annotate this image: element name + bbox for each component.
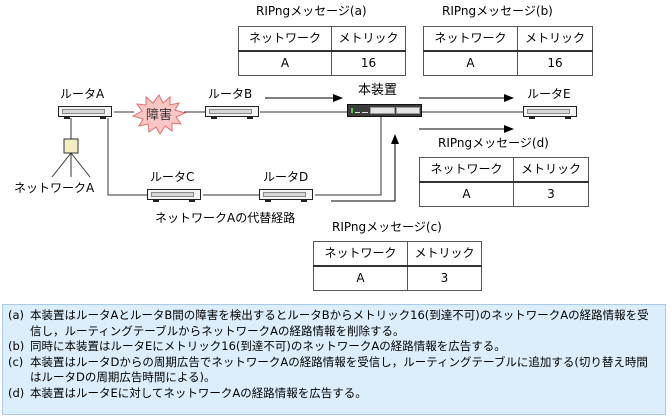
device-switch-icon[interactable]	[347, 104, 422, 117]
router-c-icon[interactable]	[147, 189, 201, 202]
arrow-message-c	[331, 134, 399, 202]
header-network: ネットワーク	[238, 26, 332, 52]
header-metric: メトリック	[517, 26, 593, 52]
link-d-device	[315, 117, 382, 196]
header-network: ネットワーク	[313, 241, 408, 267]
header-network: ネットワーク	[419, 157, 514, 183]
note-text: 同時に本装置はルータEにメトリック16(到達不可)のネットワークAの経路情報を広…	[30, 339, 506, 353]
failure-label: 障害	[146, 108, 173, 123]
network-node	[63, 138, 79, 154]
note-tag: (b)	[8, 339, 25, 353]
cell-metric: 16	[331, 50, 406, 76]
cell-network: A	[419, 181, 514, 207]
router-c-label: ルータC	[150, 170, 195, 184]
router-e-icon[interactable]	[523, 106, 577, 119]
connection-lines	[51, 94, 523, 202]
cell-metric: 3	[407, 265, 482, 291]
note-item: (b) 同時に本装置はルータEにメトリック16(到達不可)のネットワークAの経路…	[8, 339, 665, 355]
alt-route-label: ネットワークAの代替経路	[155, 211, 296, 225]
link-a-c	[107, 118, 147, 196]
header-metric: メトリック	[331, 26, 406, 52]
note-item: (d) 本装置はルータEに対してネットワークAの経路情報を広告する。	[8, 386, 665, 402]
router-d-label: ルータD	[263, 170, 309, 184]
note-item: (c) 本装置はルータDからの周期広告でネットワークAの経路情報を受信し，ルーテ…	[8, 355, 665, 386]
message-d-title: RIPngメッセージ(d)	[438, 136, 549, 150]
message-c-title: RIPngメッセージ(c)	[332, 220, 442, 234]
note-text: 本装置はルータAとルータB間の障害を検出するとルータBからメトリック16(到達不…	[30, 308, 649, 338]
header-network: ネットワーク	[423, 26, 518, 52]
router-b-icon[interactable]	[205, 106, 259, 119]
failure-burst-icon	[131, 94, 187, 135]
network-a-label: ネットワークA	[14, 181, 95, 195]
router-a-icon[interactable]	[58, 106, 112, 119]
router-e-label: ルータE	[527, 87, 571, 101]
cell-metric: 3	[513, 181, 589, 207]
note-item: (a) 本装置はルータAとルータB間の障害を検出するとルータBからメトリック16…	[8, 308, 665, 339]
message-b-title: RIPngメッセージ(b)	[442, 4, 553, 18]
network-leg	[51, 152, 72, 178]
router-d-icon[interactable]	[259, 189, 313, 202]
note-tag: (a)	[8, 308, 25, 322]
note-tag: (c)	[8, 354, 24, 369]
note-text: 本装置はルータDからの周期広告でネットワークAの経路情報を受信し，ルーティングテ…	[30, 354, 648, 385]
cell-network: A	[423, 50, 518, 76]
cell-network: A	[313, 265, 408, 291]
router-a-label: ルータA	[60, 87, 105, 101]
message-a-title: RIPngメッセージ(a)	[256, 4, 367, 18]
notes-box: (a) 本装置はルータAとルータB間の障害を検出するとルータBからメトリック16…	[2, 304, 666, 415]
cell-metric: 16	[517, 50, 593, 76]
note-text: 本装置はルータEに対してネットワークAの経路情報を広告する。	[30, 385, 367, 400]
header-metric: メトリック	[513, 157, 589, 183]
device-label: 本装置	[358, 83, 398, 98]
network-leg	[70, 152, 91, 178]
cell-network: A	[238, 50, 332, 76]
router-b-label: ルータB	[208, 87, 253, 101]
header-metric: メトリック	[407, 241, 482, 267]
note-tag: (d)	[8, 385, 25, 400]
